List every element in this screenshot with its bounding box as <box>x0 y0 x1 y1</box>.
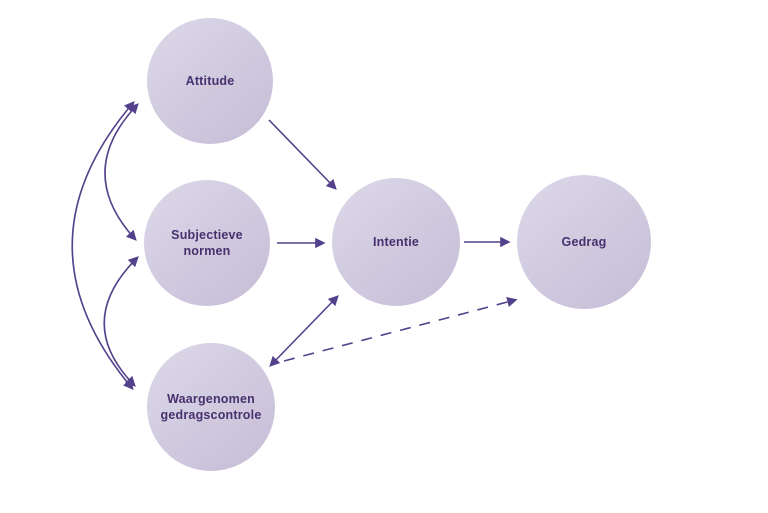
edge-arc-attitude-subjectieve <box>104 103 139 241</box>
node-intentie-label: Intentie <box>372 234 420 249</box>
node-gedrag-label: Gedrag <box>561 234 607 249</box>
node-intentie: Intentie <box>332 178 460 306</box>
node-waargenomen-gedragscontrole: Waargenomen gedragscontrole <box>147 343 275 471</box>
node-gedrag: Gedrag <box>517 175 651 309</box>
edge-waargenomen-to-gedrag-dashed <box>283 296 518 362</box>
edge-attitude-to-intentie <box>268 119 337 190</box>
node-attitude-label: Attitude <box>185 73 235 88</box>
node-waargenomen-gedragscontrole-label: Waargenomen gedragscontrole <box>160 391 262 422</box>
node-subjectieve-normen: Subjectieve normen <box>144 180 270 306</box>
edge-waargenomen-to-intentie <box>269 295 339 367</box>
node-attitude: Attitude <box>147 18 273 144</box>
edge-arc-attitude-waargenomen <box>71 101 135 390</box>
edge-arc-subjectieve-waargenomen <box>103 256 139 387</box>
node-subjectieve-normen-label: Subjectieve normen <box>171 227 243 258</box>
